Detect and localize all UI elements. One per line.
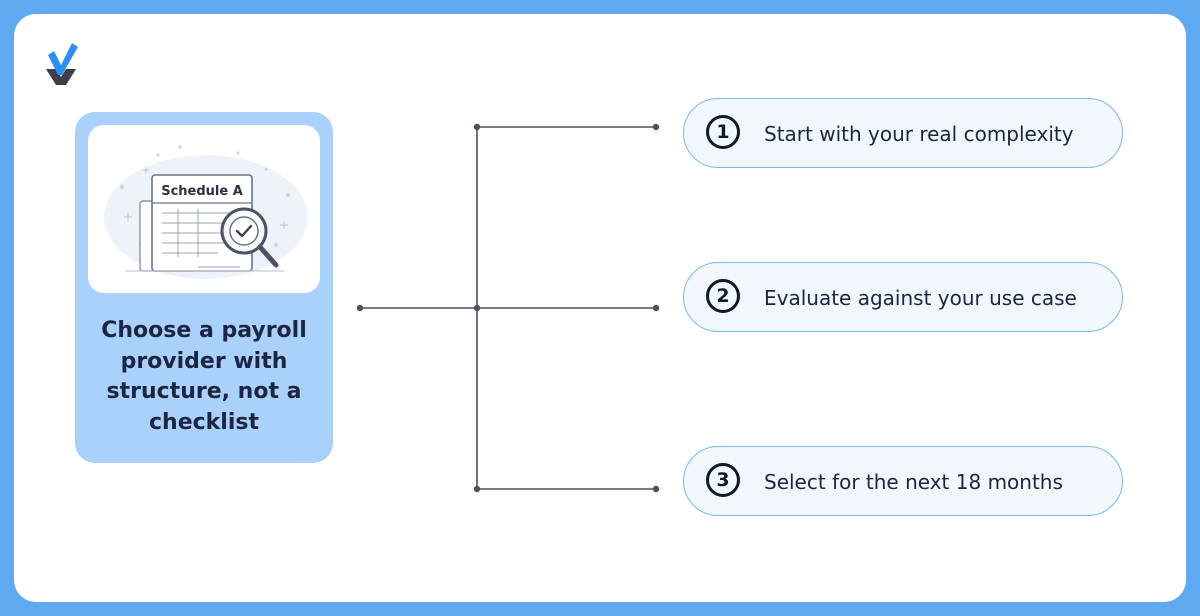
step-2: 2 Evaluate against your use case	[683, 262, 1123, 332]
schedule-illustration: Schedule A	[88, 125, 320, 293]
checkmark-x-logo	[46, 43, 78, 85]
schedule-magnifier-icon: Schedule A	[104, 145, 308, 279]
topic-title: Choose a payroll provider with structure…	[101, 318, 307, 435]
schedule-label: Schedule A	[161, 184, 243, 199]
step-3: 3 Select for the next 18 months	[683, 446, 1123, 516]
diagram-card: Schedule A Choose a payrol	[14, 14, 1186, 602]
step-label-2: Evaluate against your use case	[764, 286, 1077, 310]
step-1: 1 Start with your real complexity	[683, 98, 1123, 168]
topic-card: Schedule A Choose a payrol	[75, 112, 333, 463]
step-label-1: Start with your real complexity	[764, 122, 1074, 146]
step-number-3: 3	[706, 463, 740, 497]
step-number-1: 1	[706, 115, 740, 149]
step-number-2: 2	[706, 279, 740, 313]
step-label-3: Select for the next 18 months	[764, 470, 1063, 494]
